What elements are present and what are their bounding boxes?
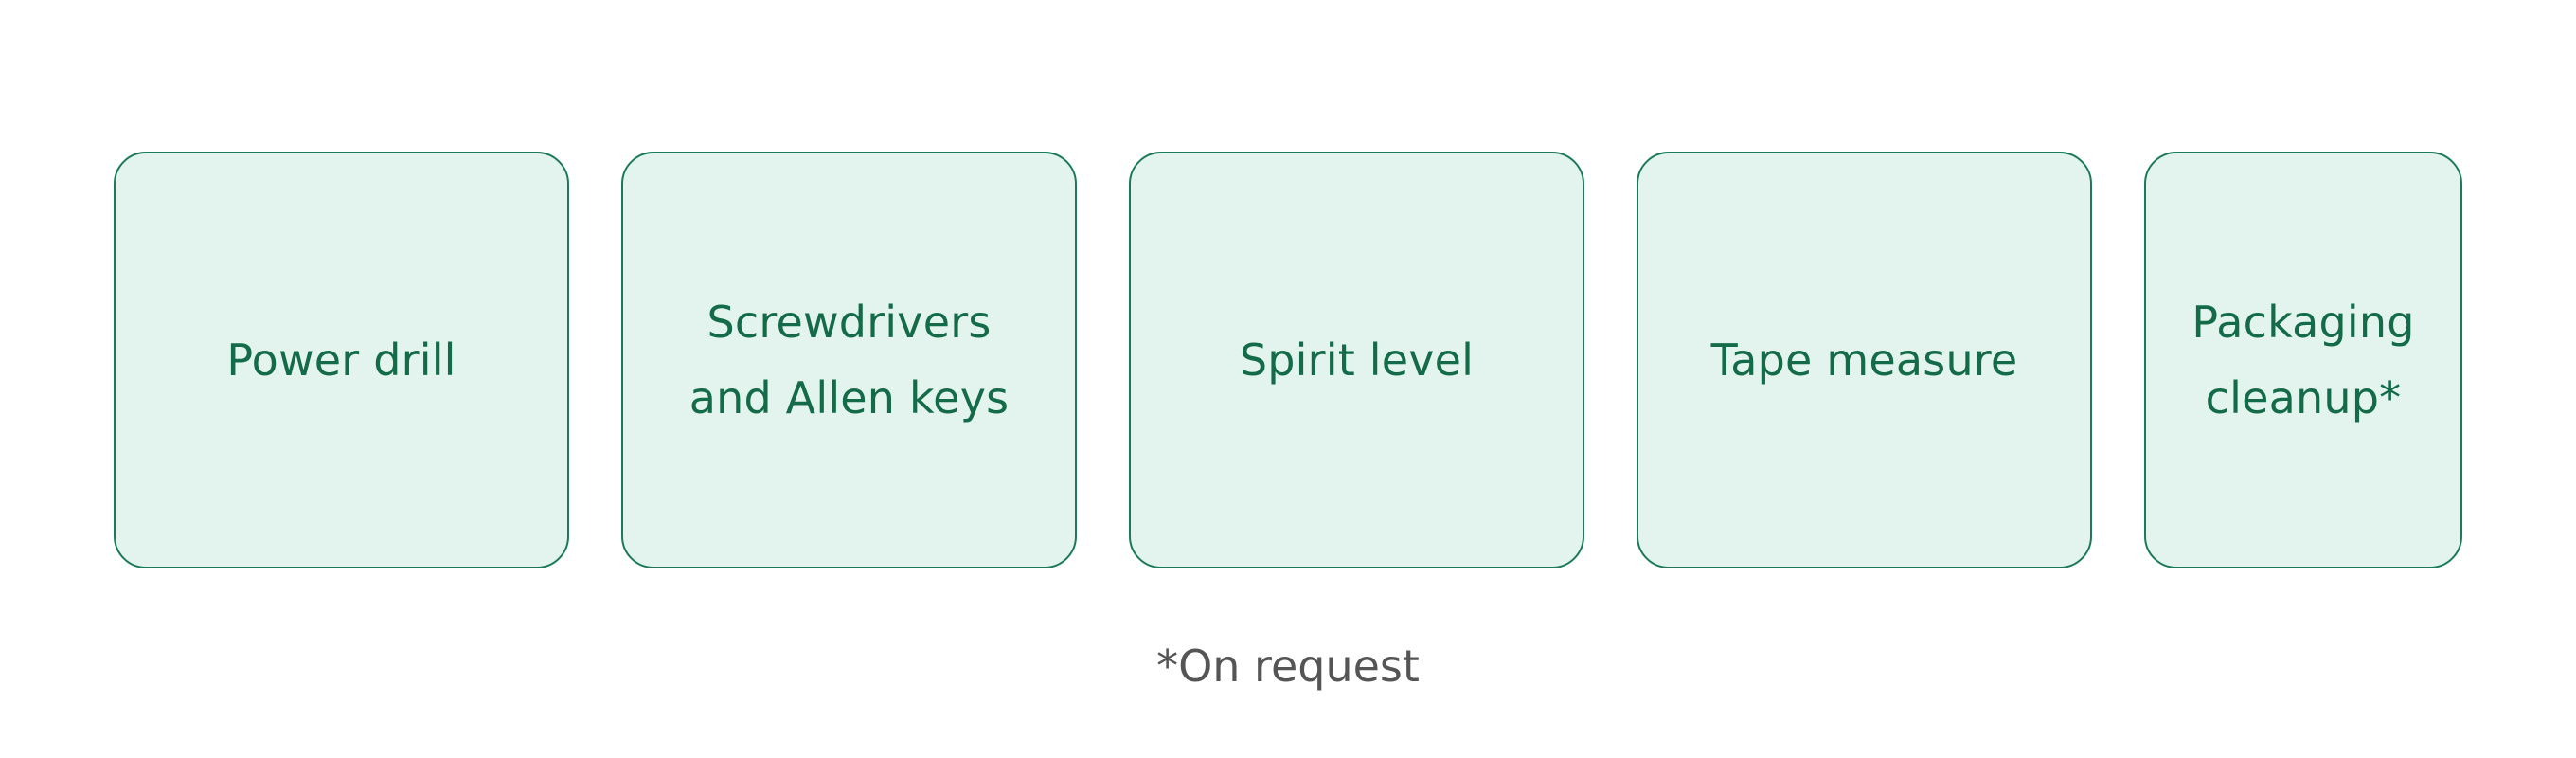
footnote: *On request [1156,641,1420,692]
card-label: Tape measure [1710,334,2018,386]
card-power-drill: Power drill [114,152,569,568]
card-label: Power drill [226,334,456,386]
card-label: Spirit level [1239,334,1475,386]
card-packaging-cleanup: Packaging cleanup* [2144,152,2462,568]
card-spirit-level: Spirit level [1129,152,1584,568]
card-screwdrivers-allen-keys: Screwdrivers and Allen keys [621,152,1077,568]
card-label: Screwdrivers and Allen keys [689,297,1010,424]
card-label: Packaging cleanup* [2191,297,2415,424]
card-tape-measure: Tape measure [1637,152,2092,568]
